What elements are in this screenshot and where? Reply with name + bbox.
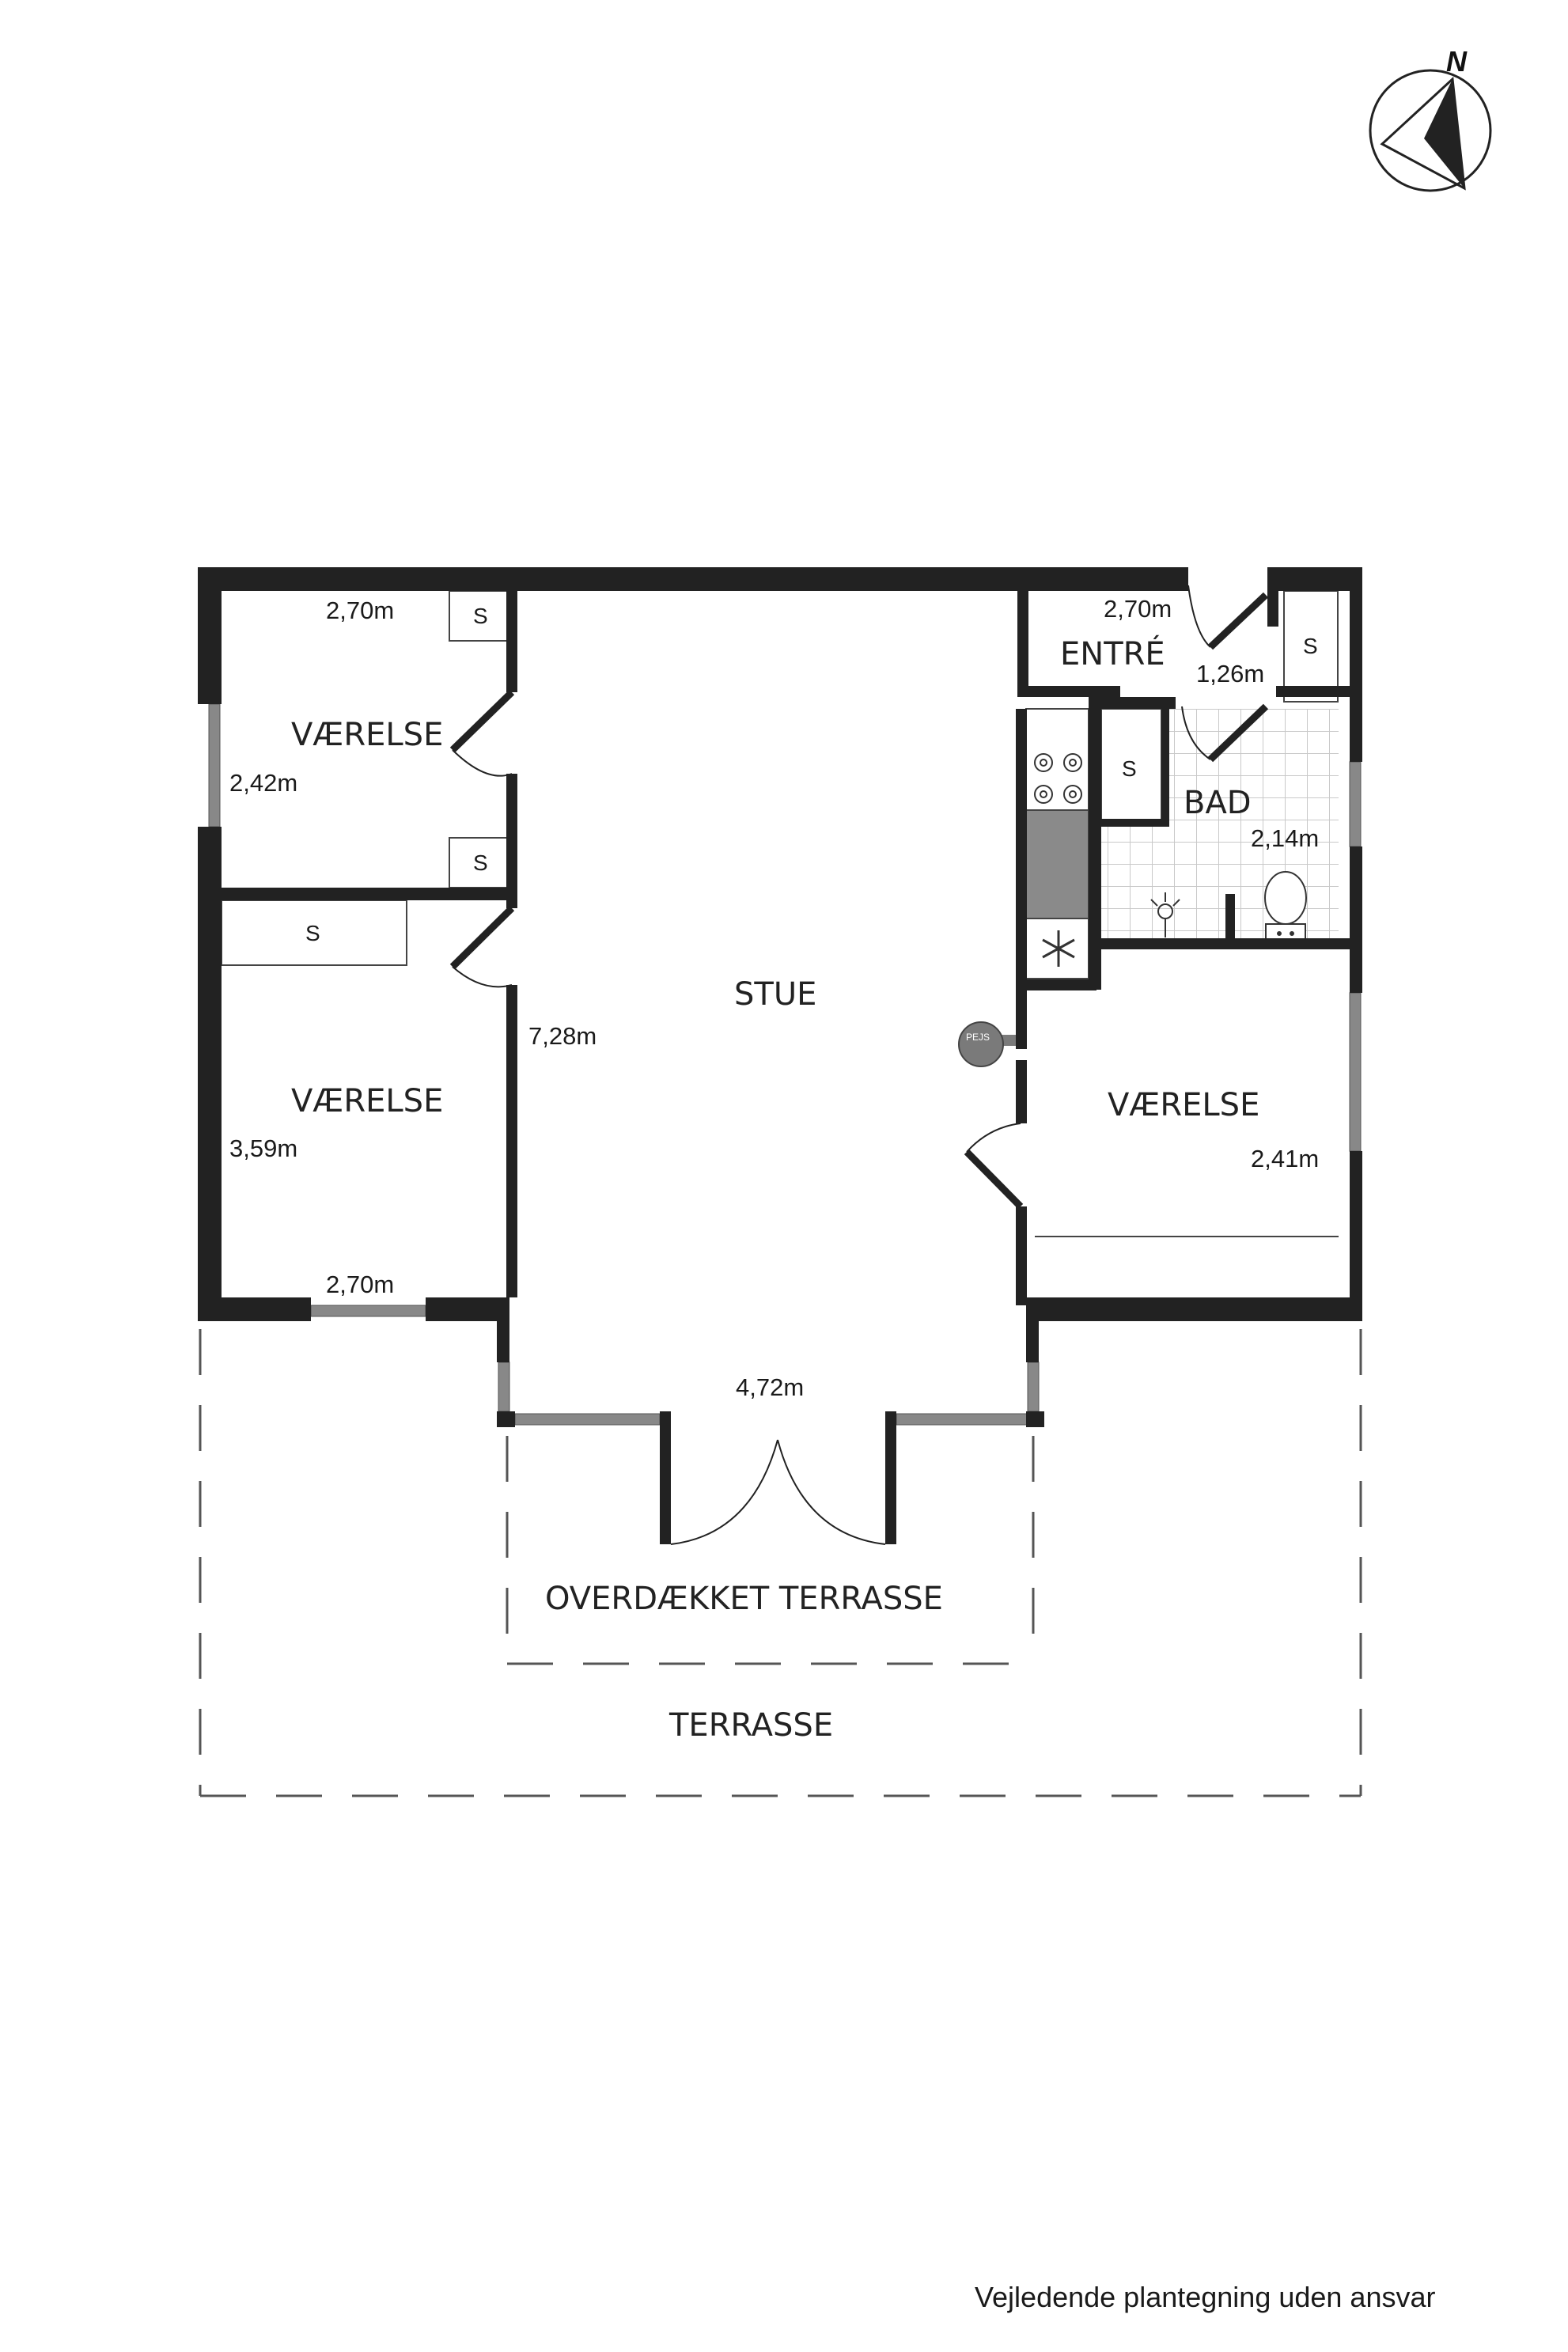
room-vaerelse-top-left: VÆRELSE	[291, 717, 443, 753]
dim-entre-width: 2,70m	[1104, 595, 1172, 623]
door-bottom-left-room	[449, 905, 515, 988]
dim-bottom-left-width: 2,70m	[326, 1271, 394, 1298]
room-bad: BAD	[1184, 785, 1252, 821]
window-bad	[1349, 761, 1362, 847]
window-left-top	[208, 703, 221, 828]
storage-kitchen: S	[1100, 708, 1162, 827]
fireplace-label: PEJS	[966, 1032, 990, 1043]
svg-text:S: S	[473, 850, 488, 875]
window-right-room	[1349, 992, 1362, 1152]
room-overdaekket-terrasse: OVERDÆKKET TERRASSE	[545, 1581, 943, 1617]
door-right-room	[964, 1123, 1024, 1210]
window-front-right	[896, 1413, 1028, 1426]
doors	[449, 585, 1269, 1545]
stove-icon	[1034, 753, 1082, 804]
svg-text:S: S	[1122, 756, 1137, 781]
room-stue: STUE	[734, 976, 816, 1013]
disclaimer-text: Vejledende plantegning uden ansvar	[975, 2281, 1436, 2313]
storage-entre: S	[1283, 590, 1339, 703]
snowflake-icon	[1042, 930, 1075, 967]
window-left-bottom	[310, 1305, 426, 1317]
dim-right-room-depth: 2,41m	[1251, 1145, 1319, 1172]
windows	[208, 703, 1362, 1426]
compass-icon: N	[1369, 45, 1492, 192]
toilet-icon	[1264, 871, 1307, 942]
svg-text:S: S	[305, 921, 320, 945]
shower-icon	[1150, 892, 1180, 937]
kitchen	[1025, 708, 1089, 979]
dim-top-left-width: 2,70m	[326, 597, 394, 624]
room-vaerelse-bottom-left: VÆRELSE	[291, 1083, 443, 1119]
overdaekket-terrasse-outline	[506, 1436, 1035, 1665]
dim-entre-depth: 1,26m	[1196, 660, 1264, 687]
dim-bad-depth: 2,14m	[1251, 824, 1319, 852]
storage-bottom-left: S	[221, 900, 407, 966]
dim-stue-width: 4,72m	[736, 1373, 804, 1401]
door-front-double	[670, 1439, 886, 1545]
bathroom-partition	[1225, 894, 1235, 941]
kitchen-sink-counter	[1025, 809, 1089, 919]
dim-bottom-left-depth: 3,59m	[229, 1134, 297, 1162]
storage-top-left-2: S	[449, 837, 511, 888]
room-terrasse: TERRASSE	[668, 1707, 833, 1744]
storage-top-left-1: S	[449, 590, 511, 642]
terrasse-outline	[199, 1329, 1362, 1797]
svg-text:S: S	[1303, 634, 1318, 658]
room-vaerelse-right: VÆRELSE	[1108, 1087, 1259, 1123]
north-label: N	[1446, 45, 1468, 78]
window-front-right-side	[1027, 1362, 1040, 1412]
door-top-left-room	[449, 689, 515, 777]
walls	[198, 567, 1362, 1544]
dim-top-left-depth: 2,42m	[229, 769, 297, 797]
door-bathroom	[1181, 703, 1269, 763]
window-front-left	[514, 1413, 661, 1426]
room-entre: ENTRÉ	[1060, 634, 1165, 672]
door-entrance	[1187, 585, 1269, 650]
window-front-left-side	[498, 1362, 510, 1412]
svg-text:S: S	[473, 604, 488, 628]
dim-stue-depth: 7,28m	[528, 1022, 597, 1050]
